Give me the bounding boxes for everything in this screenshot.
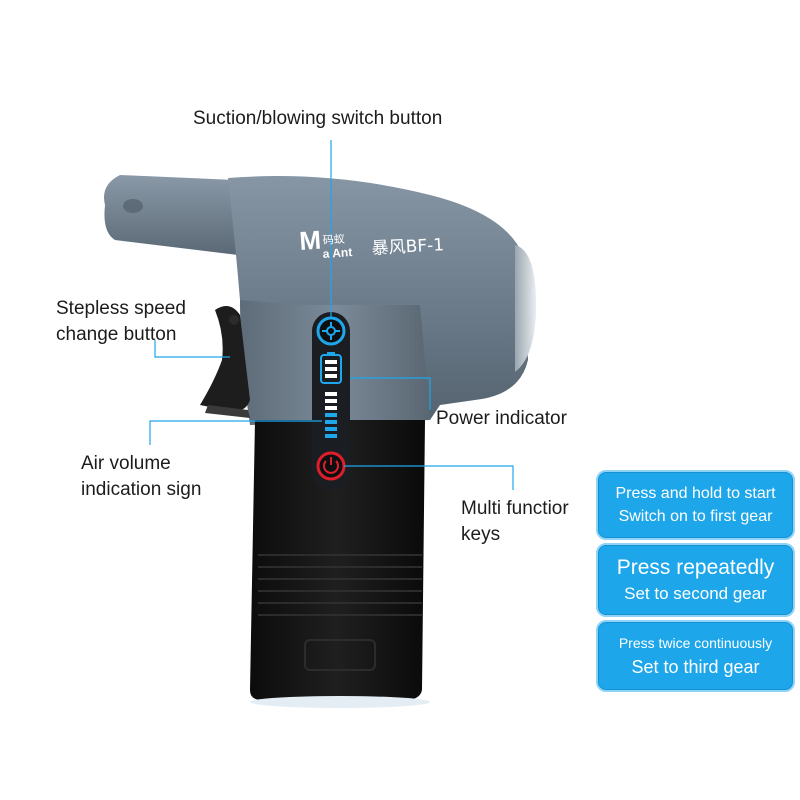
label-multi-line2: keys bbox=[461, 524, 501, 545]
model-name: 暴风BF-1 bbox=[371, 235, 444, 259]
battery-level-icon bbox=[320, 352, 342, 384]
label-suction-switch: Suction/blowing switch button bbox=[193, 108, 443, 129]
power-icon bbox=[316, 451, 346, 481]
battery-ribs bbox=[258, 554, 422, 616]
instruction-2-line2: Set to second gear bbox=[624, 584, 767, 603]
fan-mode-icon bbox=[316, 316, 346, 346]
instruction-1-line2: Switch on to first gear bbox=[618, 508, 773, 525]
label-air-volume-line2: indication sign bbox=[81, 479, 202, 500]
callout-lines bbox=[149, 140, 514, 490]
instruction-box-first-gear: Press and hold to start Switch on to fir… bbox=[596, 470, 795, 540]
floor-shadow bbox=[250, 696, 430, 708]
label-multi-function: Multi functior keys bbox=[461, 496, 569, 548]
label-air-volume-line1: Air volume bbox=[81, 453, 171, 474]
screw bbox=[229, 315, 239, 325]
label-power-indicator: Power indicator bbox=[436, 408, 567, 429]
brand-logo-cn: 码蚁 bbox=[322, 232, 345, 247]
nozzle bbox=[104, 175, 238, 255]
instruction-3-line2: Set to third gear bbox=[631, 657, 760, 677]
instruction-1-line1: Press and hold to start bbox=[615, 485, 776, 502]
trigger-guard bbox=[205, 405, 250, 418]
battery-latch bbox=[304, 639, 376, 671]
label-stepless-speed: Stepless speed change button bbox=[56, 296, 186, 348]
instruction-2-line1: Press repeatedly bbox=[616, 556, 775, 579]
label-stepless-line2: change button bbox=[56, 324, 177, 345]
trigger bbox=[200, 306, 250, 412]
instruction-3-line1: Press twice continuously bbox=[618, 635, 773, 651]
nozzle-tip bbox=[123, 199, 143, 213]
label-air-volume: Air volume indication sign bbox=[81, 451, 201, 503]
instruction-box-third-gear: Press twice continuously Set to third ge… bbox=[596, 620, 795, 692]
battery-pack bbox=[250, 420, 425, 700]
air-volume-bars bbox=[325, 392, 337, 438]
instruction-box-second-gear: Press repeatedly Set to second gear bbox=[596, 543, 795, 617]
label-stepless-line1: Stepless speed bbox=[56, 298, 186, 319]
label-multi-line1: Multi functior bbox=[461, 498, 569, 519]
brand-logo-sub: a Ant bbox=[322, 245, 352, 261]
brand-logo: M bbox=[298, 225, 322, 256]
rear-cap bbox=[515, 245, 537, 372]
